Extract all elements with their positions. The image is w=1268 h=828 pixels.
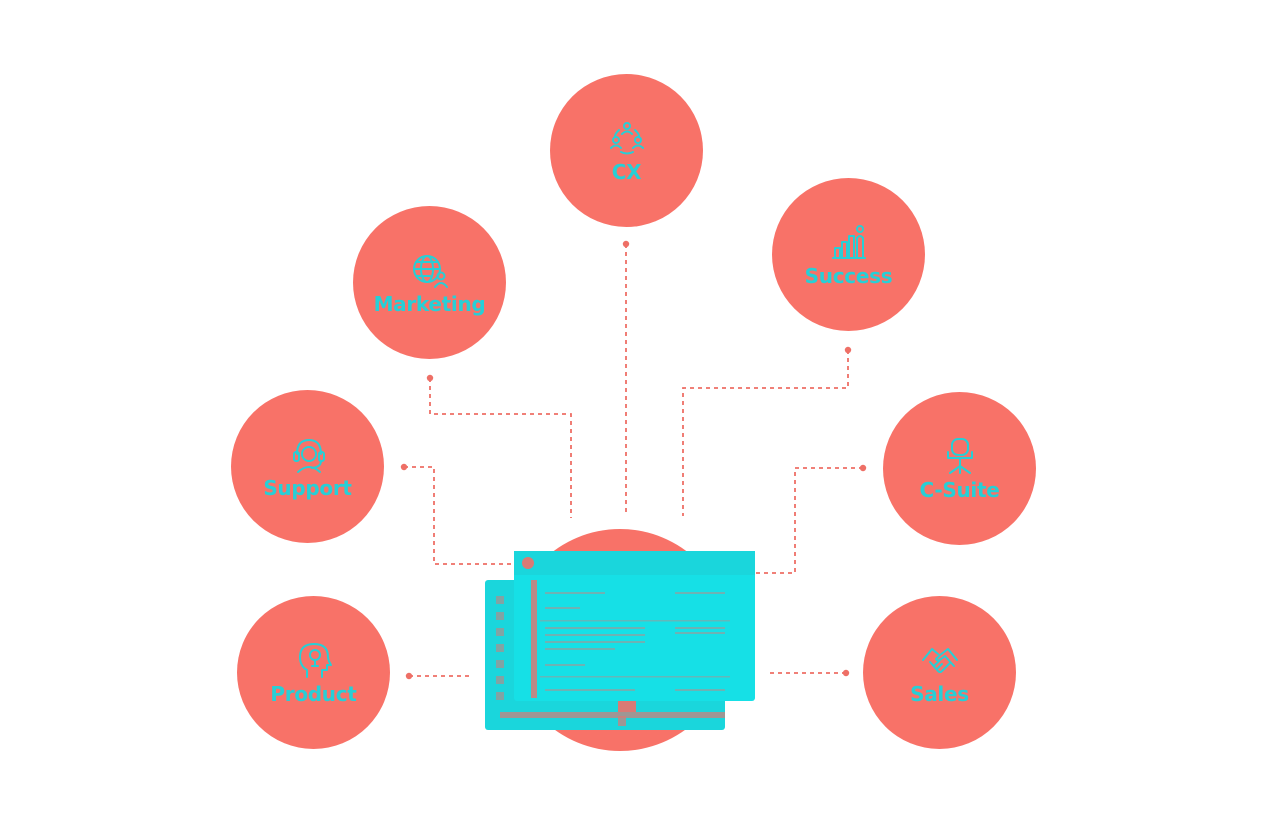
connector-dot-product [405,672,413,680]
window-back-bar [500,712,725,718]
node-c-suite: C-Suite [883,392,1036,545]
node-label-support: Support [263,475,352,500]
connector-dot-c-suite [859,464,867,472]
window-back-tab [618,700,636,712]
window-back-sidebar-item [496,692,504,700]
window-front-text-line [545,607,580,609]
node-marketing: Marketing [353,206,506,359]
connector-c-suite [755,467,863,574]
window-front-header [514,551,755,575]
node-sales: Sales [863,596,1016,749]
window-front-text-line [545,641,645,643]
window-front-text-line [675,592,725,594]
window-front-text-line [545,627,645,629]
connector-success [682,350,849,516]
connector-dot-success [844,346,852,354]
window-back-sidebar-item [496,628,504,636]
node-label-product: Product [270,681,357,706]
node-success: Success [772,178,925,331]
head-lightbulb-icon [298,642,332,678]
window-front-text-line [545,648,615,650]
handshake-icon [921,647,958,673]
node-cx: CX [550,74,703,227]
window-front-sidebar [531,580,537,698]
node-label-c-suite: C-Suite [919,477,1000,502]
window-back-sidebar-item [496,676,504,684]
window-front-text-line [675,689,725,691]
connector-marketing [429,378,572,518]
connector-dot-support [400,463,408,471]
window-front-text-line [545,634,645,636]
headset-person-icon [292,438,325,473]
window-back-sidebar-item [496,596,504,604]
window-front-text-line [545,592,605,594]
bar-chart-person-icon [831,224,866,259]
connector-dot-sales [842,669,850,677]
node-label-cx: CX [611,159,642,184]
connector-support [404,466,516,565]
window-back-stand [618,716,626,726]
node-product: Product [237,596,390,749]
window-front-text-line [545,664,585,666]
connector-dot-marketing [426,374,434,382]
node-label-marketing: Marketing [373,291,486,316]
window-front [514,551,755,701]
dashboard-windows-icon [485,551,755,730]
office-chair-icon [946,437,973,474]
window-front-dot [522,557,534,569]
people-cycle-icon [609,121,644,154]
node-support: Support [231,390,384,543]
window-front-divider [540,676,730,678]
window-front-text-line [675,627,725,629]
node-label-sales: Sales [910,681,969,706]
window-front-text-line [545,689,635,691]
window-back-sidebar-item [496,612,504,620]
window-front-divider [540,620,730,622]
globe-person-icon [412,254,448,288]
window-back-sidebar-item [496,660,504,668]
node-label-success: Success [804,263,893,288]
window-back-sidebar-item [496,644,504,652]
window-front-text-line [675,632,725,634]
connector-dot-cx [622,240,630,248]
